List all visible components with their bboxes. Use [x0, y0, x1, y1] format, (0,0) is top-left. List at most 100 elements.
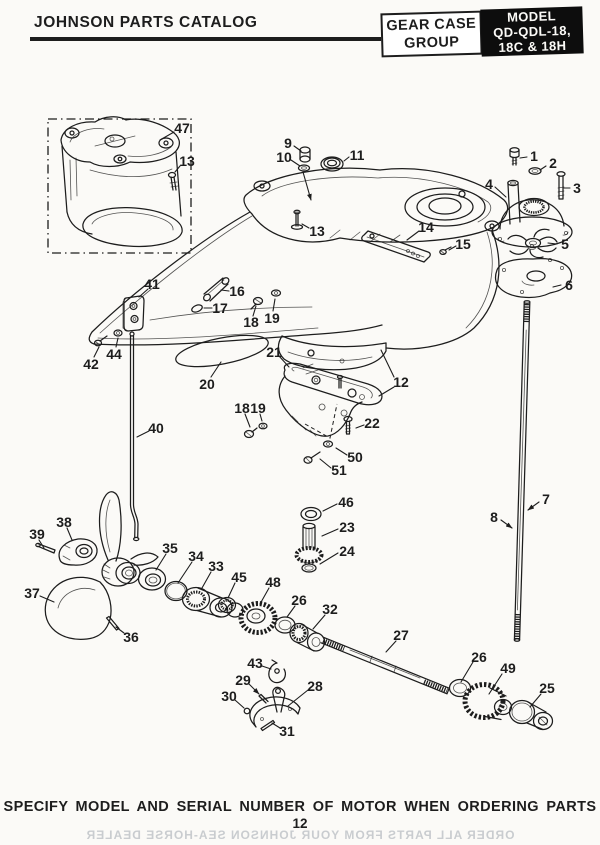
- driveshaft: [514, 301, 529, 642]
- page-title: JOHNSON PARTS CATALOG: [34, 14, 258, 31]
- leader-line-2: [540, 166, 546, 170]
- leader-line-19: [260, 414, 262, 421]
- leader-line-26: [287, 606, 295, 617]
- callout-40: 40: [148, 420, 164, 436]
- leader-line-51: [320, 459, 331, 468]
- leader-line-22: [356, 425, 364, 428]
- leader-line-30: [235, 700, 244, 708]
- callout-8: 8: [490, 509, 498, 525]
- callout-18: 18: [234, 400, 250, 416]
- callout-26: 26: [471, 649, 487, 665]
- leader-line-48: [260, 588, 269, 604]
- callout-9: 9: [284, 135, 292, 151]
- callout-25: 25: [539, 680, 555, 696]
- leader-line-18: [253, 306, 256, 316]
- water-pump-group: [492, 148, 572, 298]
- shift-rod-group: [95, 296, 145, 541]
- callout-7: 7: [542, 491, 550, 507]
- callout-35: 35: [162, 540, 178, 556]
- leader-line-1: [520, 157, 527, 158]
- top-fasteners: [299, 147, 452, 262]
- callout-41: 41: [144, 276, 160, 292]
- callout-16: 16: [229, 283, 245, 299]
- callout-50: 50: [347, 449, 363, 465]
- ordering-notice: SPECIFY MODEL AND SERIAL NUMBER OF MOTOR…: [3, 799, 597, 815]
- callout-28: 28: [307, 678, 323, 694]
- callout-22: 22: [364, 415, 380, 431]
- leader-line-45: [228, 583, 235, 598]
- callout-43: 43: [247, 655, 263, 671]
- callout-26: 26: [291, 592, 307, 608]
- callout-11: 11: [350, 147, 365, 163]
- leader-line-14: [407, 231, 419, 240]
- leader-line-29: [249, 684, 259, 694]
- callout-45: 45: [231, 569, 247, 585]
- leader-line-32: [313, 615, 325, 629]
- callout-15: 15: [455, 236, 471, 252]
- leader-line-16: [221, 290, 229, 291]
- leader-line-35: [156, 554, 166, 570]
- seal-pin-group: [173, 276, 280, 372]
- leader-line-6: [553, 285, 561, 287]
- forward-gear-group: [450, 680, 553, 730]
- page-number: 12: [292, 816, 308, 831]
- callout-44: 44: [106, 346, 122, 362]
- leader-line-15: [449, 246, 456, 250]
- leader-line-39: [39, 540, 44, 548]
- leader-line-36: [116, 627, 124, 633]
- callout-18: 18: [243, 314, 259, 330]
- callout-38: 38: [56, 514, 72, 530]
- leader-line-26: [461, 662, 473, 682]
- leader-line-42: [94, 347, 99, 357]
- callout-29: 29: [235, 672, 251, 688]
- callout-42: 42: [83, 356, 99, 372]
- inset-extension-housing: [48, 117, 191, 253]
- leader-line-38: [67, 528, 72, 540]
- callout-14: 14: [418, 219, 434, 235]
- leader-line-31: [272, 723, 280, 728]
- leader-line-13: [175, 166, 180, 172]
- leader-line-33: [202, 572, 211, 588]
- callout-3: 3: [573, 180, 581, 196]
- leader-line-47: [160, 132, 174, 140]
- callout-4: 4: [485, 176, 493, 192]
- callout-20: 20: [199, 376, 215, 392]
- leader-line-21: [279, 356, 289, 367]
- leader-line-13: [302, 224, 309, 228]
- callout-33: 33: [208, 558, 224, 574]
- callout-39: 39: [29, 526, 45, 542]
- leader-line-11: [344, 157, 349, 161]
- callout-27: 27: [393, 627, 409, 643]
- leader-line-4: [495, 187, 506, 197]
- callout-5: 5: [561, 236, 569, 252]
- shift-cradle-group: [244, 660, 300, 731]
- callout-32: 32: [322, 601, 338, 617]
- callout-36: 36: [123, 629, 139, 645]
- callout-19: 19: [250, 400, 266, 416]
- prop-shaft-stack: [139, 568, 450, 694]
- callout-10: 10: [276, 149, 292, 165]
- callout-46: 46: [338, 494, 354, 510]
- callout-2: 2: [549, 155, 557, 171]
- leader-line-5: [548, 243, 557, 244]
- leader-line-46: [323, 504, 337, 511]
- callout-12: 12: [393, 374, 409, 390]
- leader-line-18: [245, 414, 250, 427]
- leader-line-24: [320, 553, 338, 564]
- leader-line-19: [273, 299, 275, 311]
- callout-13: 13: [309, 223, 325, 239]
- leader-line-27: [386, 641, 396, 652]
- callout-37: 37: [24, 585, 40, 601]
- leader-line-7: [528, 502, 539, 510]
- callout-6: 6: [565, 277, 573, 293]
- callout-17: 17: [212, 300, 228, 316]
- leader-line-8: [501, 520, 512, 528]
- bleed-through-text: ORDER ALL PARTS FROM YOUR JOHNSON SEA-HO…: [85, 828, 515, 842]
- leader-line-10: [291, 160, 300, 166]
- callout-13: 13: [179, 153, 195, 169]
- callout-21: 21: [266, 344, 282, 360]
- callout-30: 30: [221, 688, 237, 704]
